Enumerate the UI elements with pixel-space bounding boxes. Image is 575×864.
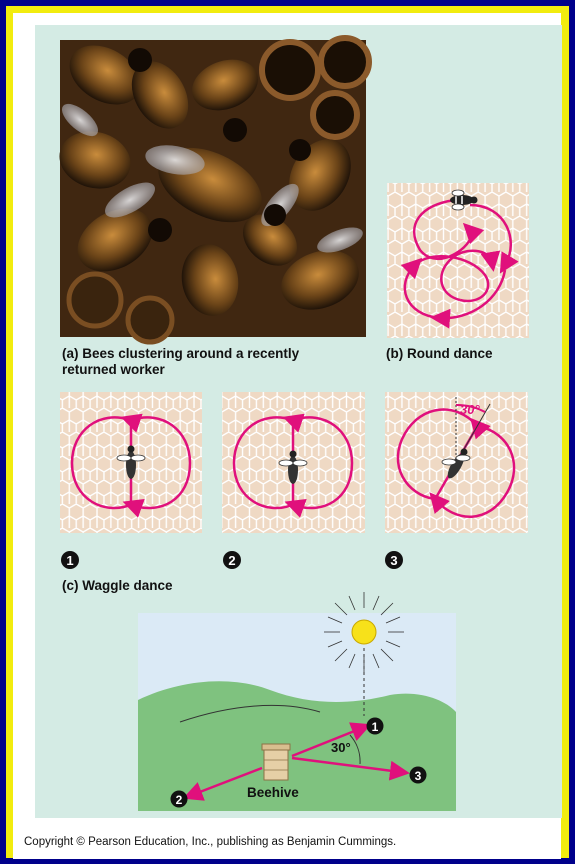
landscape-marker-3: 3 — [410, 767, 427, 784]
bee-cluster-photo — [53, 33, 369, 342]
landscape-marker-2: 2 — [171, 791, 188, 808]
waggle-dance-diagram-3 — [382, 392, 529, 533]
step-marker-1-label: 1 — [66, 553, 73, 568]
step-marker-3-label: 3 — [390, 553, 397, 568]
landscape-marker-3-label: 3 — [415, 769, 422, 783]
angle-label-landscape: 30° — [331, 740, 351, 755]
step-marker-2: 2 — [223, 551, 241, 569]
step-marker-2-label: 2 — [228, 553, 235, 568]
step-marker-3: 3 — [385, 551, 403, 569]
landscape-diagram — [138, 592, 456, 811]
landscape-marker-1: 1 — [367, 718, 384, 735]
angle-label-waggle: 30° — [460, 402, 480, 417]
landscape-marker-2-label: 2 — [176, 793, 183, 807]
landscape-marker-1-label: 1 — [372, 720, 379, 734]
round-dance-diagram — [387, 183, 529, 338]
caption-b: (b) Round dance — [386, 346, 493, 362]
caption-c: (c) Waggle dance — [62, 578, 173, 594]
step-marker-1: 1 — [61, 551, 79, 569]
beehive-icon — [262, 744, 290, 780]
caption-a: (a) Bees clustering around a recently re… — [62, 346, 299, 378]
copyright-notice: Copyright © Pearson Education, Inc., pub… — [24, 836, 396, 848]
beehive-label: Beehive — [247, 785, 299, 800]
waggle-dance-diagram-1 — [60, 392, 202, 533]
waggle-dance-diagram-2 — [222, 392, 365, 533]
